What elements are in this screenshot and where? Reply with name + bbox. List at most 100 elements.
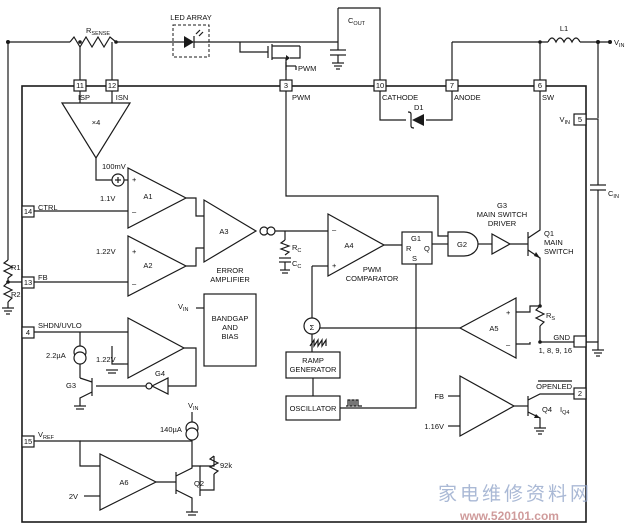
rc-label: RC bbox=[292, 243, 301, 254]
iq4-label: IQ4 bbox=[560, 405, 569, 416]
a5-label: A5 bbox=[489, 324, 498, 333]
osc-label: OSCILLATOR bbox=[290, 404, 337, 413]
pin2-label: 2 bbox=[578, 389, 582, 398]
a1-plus: + bbox=[132, 175, 137, 184]
a4-minus: – bbox=[332, 225, 337, 234]
vref-block bbox=[34, 412, 220, 516]
led-icon bbox=[184, 36, 194, 48]
cc-label: CC bbox=[292, 259, 301, 270]
led-array-box bbox=[172, 24, 210, 58]
v122b-label: 1.22V bbox=[96, 355, 116, 364]
d1-diode bbox=[379, 91, 453, 129]
shdn-comparator bbox=[34, 293, 257, 410]
x4-label: ×4 bbox=[92, 118, 101, 127]
ic-package-outline bbox=[21, 85, 587, 523]
v11-label: 1.1V bbox=[100, 194, 115, 203]
pin4-label: 4 bbox=[26, 328, 30, 337]
g3-label-3: DRIVER bbox=[488, 219, 517, 228]
pin14-label: 14 bbox=[24, 207, 32, 216]
a3-label: A3 bbox=[219, 227, 228, 236]
vin-pin-label: VIN bbox=[559, 115, 570, 126]
v116-label: 1.16V bbox=[424, 422, 444, 431]
pin5-label: 5 bbox=[578, 115, 582, 124]
gnd-pins-label: 1, 8, 9, 16 bbox=[539, 346, 572, 355]
ramp-label-2: GENERATOR bbox=[290, 365, 337, 374]
watermark-cn: 家电维修资料网 bbox=[438, 483, 592, 505]
external-top-circuit bbox=[6, 7, 612, 260]
a4-plus: + bbox=[332, 261, 337, 270]
rsense-resistor bbox=[69, 35, 120, 49]
openled-label: OPENLED bbox=[536, 382, 572, 391]
error-amp-label-2: AMPLIFIER bbox=[210, 275, 250, 284]
isp-label: ISP bbox=[78, 93, 90, 102]
pin3-label: 3 bbox=[284, 81, 288, 90]
a4-label: A4 bbox=[344, 241, 353, 250]
a2-label: A2 bbox=[143, 261, 152, 270]
r2-resistor bbox=[2, 281, 14, 303]
pwm-ext-label: PWM bbox=[298, 64, 316, 73]
vin-bg-label: VIN bbox=[178, 302, 189, 313]
g2-label: G2 bbox=[457, 240, 467, 249]
fb-label: FB bbox=[38, 273, 48, 282]
pin10-label: 10 bbox=[376, 81, 384, 90]
g1-label: G1 bbox=[411, 234, 421, 243]
k92-label: 92k bbox=[220, 461, 232, 470]
x4-amplifier bbox=[60, 91, 140, 187]
a2-minus: – bbox=[132, 279, 137, 288]
anode-label: ANODE bbox=[454, 93, 481, 102]
a5-minus: – bbox=[506, 340, 511, 349]
q1-label-1: Q1 bbox=[544, 229, 554, 238]
cin-label: CIN bbox=[608, 189, 619, 200]
vin-top-label: VIN bbox=[614, 38, 625, 49]
l1-label: L1 bbox=[560, 24, 568, 33]
watermark-url: www.520101.com bbox=[459, 509, 559, 523]
openled-comparator bbox=[448, 374, 574, 438]
g1-r-label: R bbox=[406, 244, 412, 253]
a1-label: A1 bbox=[143, 192, 152, 201]
fb2-label: FB bbox=[434, 392, 444, 401]
a5-plus: + bbox=[506, 308, 511, 317]
gnd-label: GND bbox=[553, 333, 570, 342]
a2-amplifier bbox=[34, 235, 206, 297]
pin13-label: 13 bbox=[24, 278, 32, 287]
cout-label: COUT bbox=[348, 16, 366, 27]
v122-label: 1.22V bbox=[96, 247, 116, 256]
ramp-oscillator bbox=[285, 317, 364, 421]
cathode-label: CATHODE bbox=[382, 93, 418, 102]
vref-label: VREF bbox=[38, 430, 55, 441]
bandgap-label-2: AND bbox=[222, 323, 238, 332]
left-pins bbox=[2, 205, 35, 448]
g2-and-gate bbox=[285, 91, 492, 257]
labels: RSENSE LED ARRAY COUT L1 VIN PWM 11 12 3… bbox=[11, 13, 625, 501]
g1-q-label: Q bbox=[424, 244, 430, 253]
a3-error-amplifier bbox=[203, 198, 340, 274]
pin15-label: 15 bbox=[24, 437, 32, 446]
isn-label: ISN bbox=[116, 93, 129, 102]
q4-label: Q4 bbox=[542, 405, 552, 414]
v2-label: 2V bbox=[69, 492, 78, 501]
pwm-comp-label-1: PWM bbox=[363, 265, 381, 274]
a5-current-sense bbox=[318, 296, 574, 360]
shdn-label: SHDN/UVLO bbox=[38, 321, 82, 330]
error-amp-label-1: ERROR bbox=[216, 266, 244, 275]
right-side bbox=[573, 113, 606, 400]
pwm-comp-label-2: COMPARATOR bbox=[346, 274, 399, 283]
r2-label: R2 bbox=[11, 290, 21, 299]
pwm-pin-label: PWM bbox=[292, 93, 310, 102]
ctrl-label: CTRL bbox=[38, 203, 58, 212]
a4-pwm-comparator bbox=[311, 212, 402, 318]
g3-label-1: G3 bbox=[497, 201, 507, 210]
q2-label: Q2 bbox=[194, 479, 204, 488]
sw-label: SW bbox=[542, 93, 555, 102]
pin12-label: 12 bbox=[108, 81, 116, 90]
sum-label: Σ bbox=[310, 323, 315, 332]
pin6-label: 6 bbox=[538, 81, 542, 90]
bandgap-label-3: BIAS bbox=[221, 332, 238, 341]
ua22-label: 2.2µA bbox=[46, 351, 66, 360]
r1-resistor bbox=[2, 259, 14, 279]
a1-minus: – bbox=[132, 207, 137, 216]
a1-amplifier bbox=[34, 167, 206, 229]
bandgap-label-1: BANDGAP bbox=[212, 314, 249, 323]
mv100-label: 100mV bbox=[102, 162, 126, 171]
